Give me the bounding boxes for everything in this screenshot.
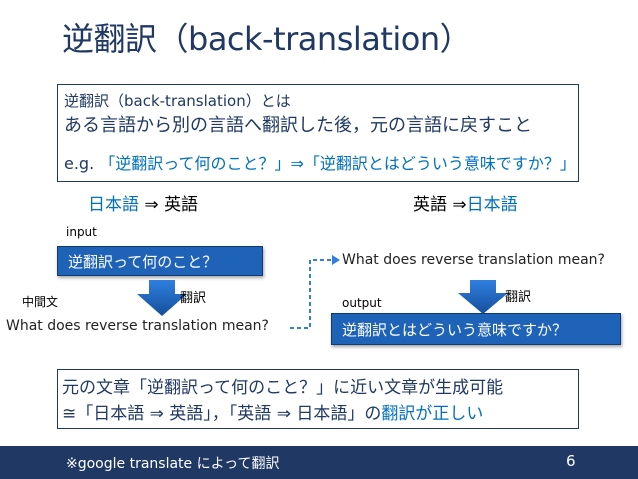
input-label: input [66,225,97,239]
output-sentence: 逆翻訳とはどういう意味ですか？ [342,320,568,339]
conclusion-line-1: 元の文章「逆翻訳って何のこと？」に近い文章が生成可能 [62,378,504,398]
translate-label-2: 翻訳 [505,290,532,305]
page-number: 6 [566,452,576,470]
conclusion-line-2: ≅「日本語 ⇒ 英語」，「英語 ⇒ 日本語」の翻訳が正しい [62,399,483,424]
direction-left-to: 英語 [164,195,199,215]
definition-heading: 逆翻訳（back-translation）とは [64,92,291,110]
intermediate-sentence: What does reverse translation mean? [6,318,269,334]
direction-left-arrow: ⇒ [139,195,165,215]
example-prefix: e.g. [64,154,100,173]
direction-right-to: 日本語 [466,195,518,215]
intermediate-sentence-copy: What does reverse translation mean? [342,252,605,268]
definition-box [57,84,579,182]
footer-note: ※google translate によって翻訳 [66,456,280,472]
input-sentence-box: 逆翻訳って何のこと？ [57,246,263,276]
definition-example: e.g. 「逆翻訳って何のこと？」⇒「逆翻訳とはどういう意味ですか？」 [64,150,576,174]
down-arrow-icon-2 [458,280,508,314]
intermediate-label: 中間文 [22,295,59,309]
output-sentence-box: 逆翻訳とはどういう意味ですか？ [331,313,621,345]
direction-right-arrow: ⇒ [447,195,467,215]
definition-body: ある言語から別の言語へ翻訳した後，元の言語に戻すこと [64,115,532,136]
connector-arrow-icon [290,255,340,329]
example-text: 「逆翻訳って何のこと？」⇒「逆翻訳とはどういう意味ですか？」 [99,154,576,173]
translate-label-1: 翻訳 [180,291,207,306]
output-label: output [342,296,382,310]
conclusion-highlight: 翻訳が正しい [381,404,484,424]
direction-ja-en: 日本語 ⇒ 英語 [88,190,198,215]
footer-bar [0,446,638,479]
input-sentence: 逆翻訳って何のこと？ [68,252,218,271]
direction-right-from: 英語 [413,195,447,215]
down-arrow-icon [137,280,187,316]
slide-title: 逆翻訳（back-translation） [62,20,472,58]
direction-en-ja: 英語 ⇒日本語 [413,190,518,215]
conclusion-box [57,369,579,429]
direction-left-from: 日本語 [88,195,139,215]
conclusion-line-2-prefix: ≅「日本語 ⇒ 英語」，「英語 ⇒ 日本語」の [62,404,382,424]
